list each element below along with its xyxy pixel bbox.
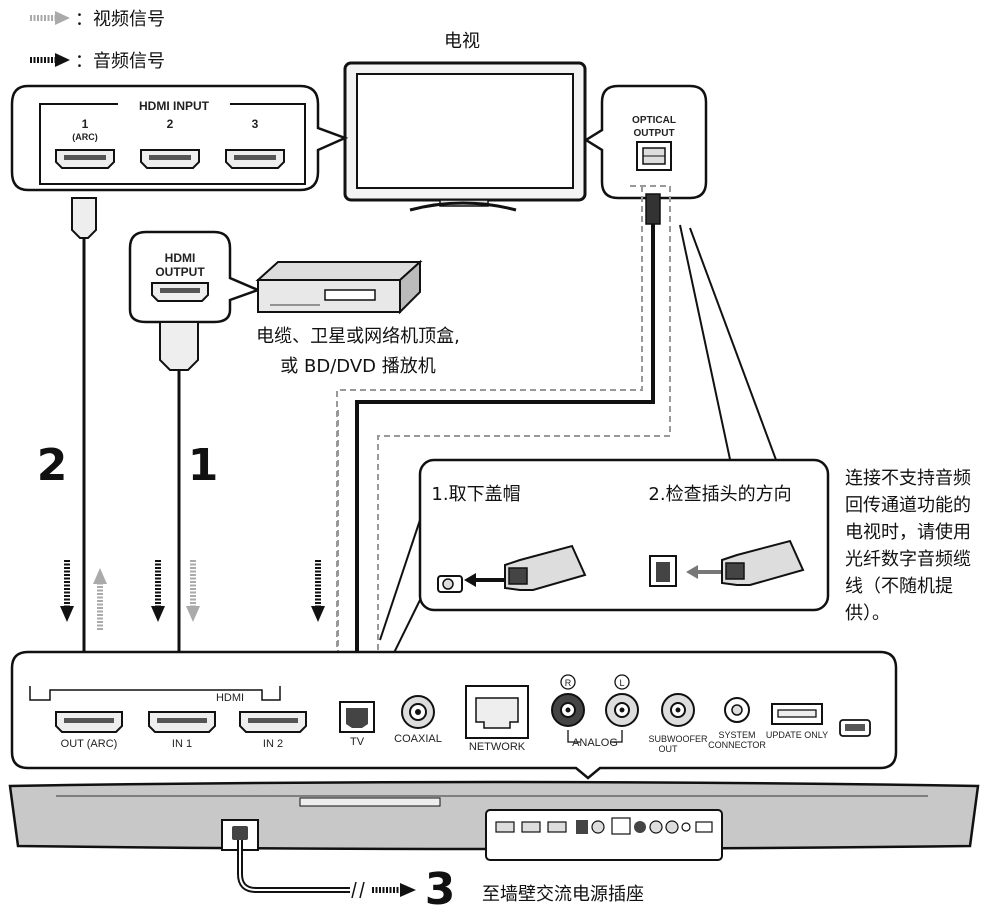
hdmi-port-icon — [140, 149, 200, 169]
note-line: 光纤数字音频缆 — [845, 549, 971, 570]
source-device-label-line1: 电缆、卫星或网络机顶盒, — [256, 326, 460, 347]
note-line: 线（不随机提 — [845, 576, 953, 597]
hdmi-cable-2 — [71, 197, 97, 701]
rear-update-label: UPDATE ONLY — [766, 730, 828, 740]
optical-plug-instructions: 1.取下盖帽 2.检查插头的方向 — [379, 224, 830, 666]
rear-hdmi-group-label: HDMI — [216, 692, 244, 704]
rear-r-label: R — [565, 678, 572, 688]
optical-output-callout: OPTICAL OUTPUT — [583, 84, 708, 200]
hdmi-output-callout: HDMI OUTPUT — [128, 230, 262, 324]
rear-coaxial-label: COAXIAL — [394, 733, 442, 745]
rear-tv-label: TV — [350, 736, 365, 748]
note-line: 连接不支持音频 — [845, 468, 971, 489]
optical-plug-icon — [721, 539, 805, 586]
soundbar-icon — [8, 780, 980, 861]
system-connector-port[interactable] — [724, 697, 750, 723]
rear-network-label: NETWORK — [469, 741, 526, 753]
rear-subwoofer-label-line1: SUBWOOFER — [648, 734, 708, 744]
set-top-box-icon — [255, 259, 423, 315]
optical-port-icon — [636, 141, 672, 171]
hdmi-output-label-line1: HDMI — [165, 251, 196, 265]
note-text: 连接不支持音频 回传通道功能的 电视时，请使用 光纤数字音频缆 线（不随机提 供… — [845, 468, 971, 624]
rear-subwoofer-label-line2: OUT — [659, 744, 679, 754]
network-port[interactable] — [465, 685, 529, 739]
hdmi-out-arc-port[interactable] — [55, 711, 123, 733]
subwoofer-out-port[interactable] — [661, 693, 695, 727]
audio-signal-arrow-icon — [30, 53, 70, 67]
legend-audio-label: ：音频信号 — [75, 51, 165, 72]
update-usb-port[interactable] — [771, 703, 823, 725]
rear-in2-label: IN 2 — [263, 738, 283, 750]
power-label: 至墙壁交流电源插座 — [482, 884, 644, 905]
soundbar-rear-panel: HDMI OUT (ARC) IN 1 IN 2 TV COAXIAL — [10, 650, 898, 780]
optical-label-line2: OUTPUT — [633, 128, 674, 139]
tv-icon: 电视 — [343, 31, 587, 212]
hdmi-input-port1-sub: (ARC) — [72, 132, 98, 142]
video-signal-arrow-icon — [93, 568, 107, 630]
step-1-number: 1 — [188, 440, 219, 491]
hdmi-port-icon — [55, 149, 115, 169]
rear-in1-label: IN 1 — [172, 738, 192, 750]
hdmi-input-title: HDMI INPUT — [139, 99, 210, 113]
step-2-number: 2 — [37, 440, 68, 491]
coaxial-port[interactable] — [401, 695, 435, 729]
optical-plug-icon — [504, 544, 587, 591]
optical-cap-icon — [437, 575, 463, 593]
hdmi-port-icon — [151, 282, 209, 302]
hdmi-in1-port[interactable] — [148, 711, 216, 733]
video-signal-arrow-icon — [186, 560, 200, 622]
legend: ：视频信号 ：音频信号 — [30, 9, 165, 72]
rear-analog-label: ANALOG — [572, 737, 618, 749]
hdmi-input-port1-label: 1 — [82, 117, 89, 131]
tv-label: 电视 — [444, 31, 480, 52]
arrow-left-icon — [464, 573, 504, 587]
source-device-label-line2: 或 BD/DVD 播放机 — [280, 356, 435, 377]
rear-out-arc-label: OUT (ARC) — [61, 738, 118, 750]
rear-l-label: L — [619, 678, 624, 688]
power-cable — [237, 840, 365, 899]
hdmi-cable-1 — [159, 321, 199, 701]
analog-r-port[interactable] — [551, 693, 585, 727]
micro-usb-port[interactable] — [839, 719, 871, 737]
video-signal-arrow-icon — [30, 11, 70, 25]
analog-l-port[interactable] — [605, 693, 639, 727]
rear-system-label-line1: SYSTEM — [718, 730, 755, 740]
note-line: 电视时，请使用 — [845, 522, 971, 543]
arrow-left-gray-icon — [686, 565, 722, 579]
rear-system-label-line2: CONNECTOR — [708, 740, 766, 750]
audio-signal-arrow-icon — [151, 560, 165, 622]
hdmi-input-port2-label: 2 — [167, 117, 174, 131]
hdmi-port-icon — [225, 149, 285, 169]
optical-socket-icon — [649, 555, 677, 587]
step-3-number: 3 — [425, 864, 456, 914]
hdmi-input-port3-label: 3 — [252, 117, 259, 131]
audio-signal-arrow-icon — [311, 560, 325, 622]
note-line: 供）。 — [845, 603, 890, 624]
optical-tv-port[interactable] — [339, 701, 375, 733]
inset-step1-label: 1.取下盖帽 — [431, 484, 520, 505]
audio-signal-arrow-icon — [60, 560, 74, 622]
hdmi-in2-port[interactable] — [239, 711, 307, 733]
hdmi-output-label-line2: OUTPUT — [155, 265, 205, 279]
power-arrow-icon — [372, 883, 416, 897]
inset-step2-label: 2.检查插头的方向 — [648, 484, 791, 505]
legend-video-label: ：视频信号 — [75, 9, 165, 30]
note-line: 回传通道功能的 — [845, 495, 971, 516]
optical-label-line1: OPTICAL — [632, 115, 676, 126]
hdmi-input-callout: HDMI INPUT 1 (ARC) 2 3 — [10, 84, 349, 192]
